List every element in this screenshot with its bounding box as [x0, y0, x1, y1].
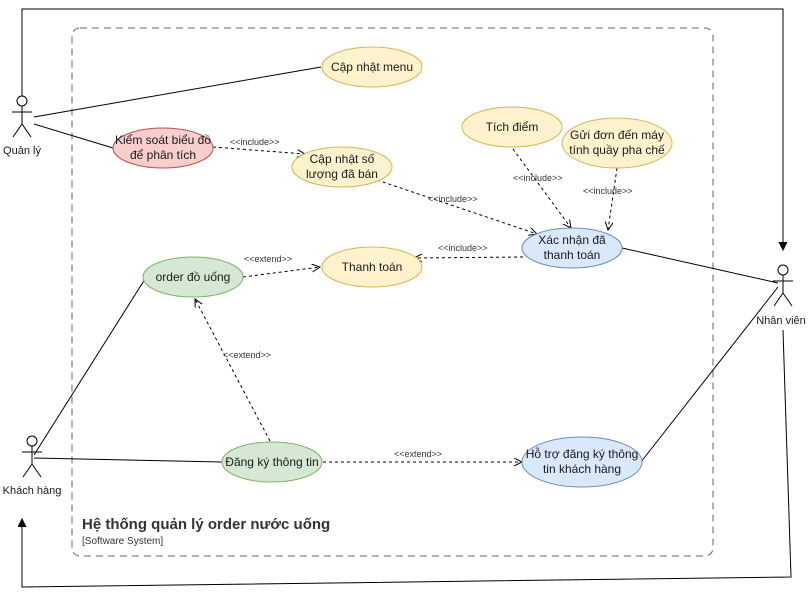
- svg-text:Gửi đơn đến máy: Gửi đơn đến máy: [570, 128, 664, 142]
- assoc-nhanvien-xacnhan: [621, 247, 779, 284]
- usecase-cap-nhat-so-luong[interactable]: Cập nhật số lượng đã bán: [291, 146, 393, 188]
- label-extend-2: <<extend>>: [223, 350, 271, 360]
- usecase-order-do-uong[interactable]: order đồ uống: [142, 256, 244, 298]
- actor-label: Khách hàng: [3, 485, 62, 497]
- svg-text:Tích điểm: Tích điểm: [486, 120, 539, 134]
- svg-text:Xác nhận đã: Xác nhận đã: [538, 233, 606, 247]
- usecase-thanh-toan[interactable]: Thanh toán: [321, 246, 423, 288]
- label-include-5: <<include>>: [438, 243, 488, 253]
- system-boundary: [71, 27, 714, 557]
- usecase-xac-nhan-thanh-toan[interactable]: Xác nhận đã thanh toán: [521, 227, 623, 269]
- include-tichdiem-xacnhan: [512, 148, 571, 228]
- svg-text:Kiểm soát biểu đồ: Kiểm soát biểu đồ: [115, 133, 211, 147]
- include-kiemsoat-capnhatsl: [212, 146, 305, 154]
- connector-nhanvien-khachhang: [22, 329, 792, 588]
- svg-text:Cập nhật số: Cập nhật số: [310, 152, 375, 166]
- usecase-dang-ky-thong-tin[interactable]: Đăng ký thông tin: [221, 441, 323, 483]
- actor-label: Quản lý: [3, 145, 41, 157]
- actor-label: Nhân viên: [756, 315, 806, 327]
- svg-text:tin khách hàng: tin khách hàng: [543, 462, 621, 476]
- label-include-3: <<include>>: [513, 173, 563, 183]
- usecase-kiem-soat-bieu-do[interactable]: Kiểm soát biểu đồ để phân tích: [112, 127, 214, 169]
- assoc-quanly-capnhatmenu: [33, 66, 322, 118]
- svg-text:tính quầy pha chế: tính quầy pha chế: [569, 143, 665, 157]
- actor-khach-hang[interactable]: Khách hàng: [3, 435, 62, 497]
- actor-nhan-vien[interactable]: Nhân viên: [756, 264, 806, 327]
- assoc-khachhang-order: [33, 278, 146, 456]
- svg-text:order đồ uống: order đồ uống: [156, 270, 231, 284]
- svg-text:Thanh toán: Thanh toán: [342, 260, 403, 274]
- label-extend-3: <<extend>>: [394, 449, 442, 459]
- include-capnhatsl-xacnhan: [376, 179, 537, 234]
- assoc-quanly-kiemsoat: [33, 123, 114, 149]
- usecase-cap-nhat-menu[interactable]: Cập nhật menu: [321, 46, 423, 88]
- include-xacnhan-thanhtoan: [414, 257, 524, 258]
- svg-text:Hỗ trợ đăng ký thông: Hỗ trợ đăng ký thông: [526, 446, 639, 461]
- usecase-tich-diem[interactable]: Tích điểm: [461, 106, 563, 148]
- system-title: Hệ thống quản lý order nước uống: [82, 516, 330, 533]
- assoc-khachhang-dangky: [33, 457, 223, 463]
- extend-dangky-order: [195, 299, 271, 442]
- label-include-4: <<include>>: [583, 186, 633, 196]
- stick-figure-icon: [12, 95, 32, 138]
- extend-order-thanhtoan: [242, 267, 320, 278]
- stick-figure-icon: [773, 264, 793, 307]
- label-include-2: <<include>>: [428, 194, 478, 204]
- system-subtitle: [Software System]: [82, 536, 163, 547]
- svg-text:Đăng ký thông tin: Đăng ký thông tin: [225, 455, 318, 469]
- connector-quanly-nhanvien: [21, 8, 783, 250]
- usecase-ho-tro-dang-ky[interactable]: Hỗ trợ đăng ký thông tin khách hàng: [521, 436, 643, 488]
- label-include-1: <<include>>: [230, 137, 280, 147]
- svg-text:để phân tích: để phân tích: [130, 148, 196, 162]
- svg-text:thanh toán: thanh toán: [544, 248, 601, 262]
- svg-text:lượng đã bán: lượng đã bán: [306, 167, 378, 181]
- label-extend-1: <<extend>>: [244, 254, 292, 264]
- stick-figure-icon: [22, 435, 42, 478]
- assoc-nhanvien-hotro: [640, 286, 779, 463]
- svg-text:Cập nhật menu: Cập nhật menu: [331, 60, 413, 74]
- actor-quan-ly[interactable]: Quản lý: [3, 95, 41, 157]
- usecase-gui-don[interactable]: Gửi đơn đến máy tính quầy pha chế: [561, 117, 673, 169]
- include-guidon-xacnhan: [608, 167, 618, 230]
